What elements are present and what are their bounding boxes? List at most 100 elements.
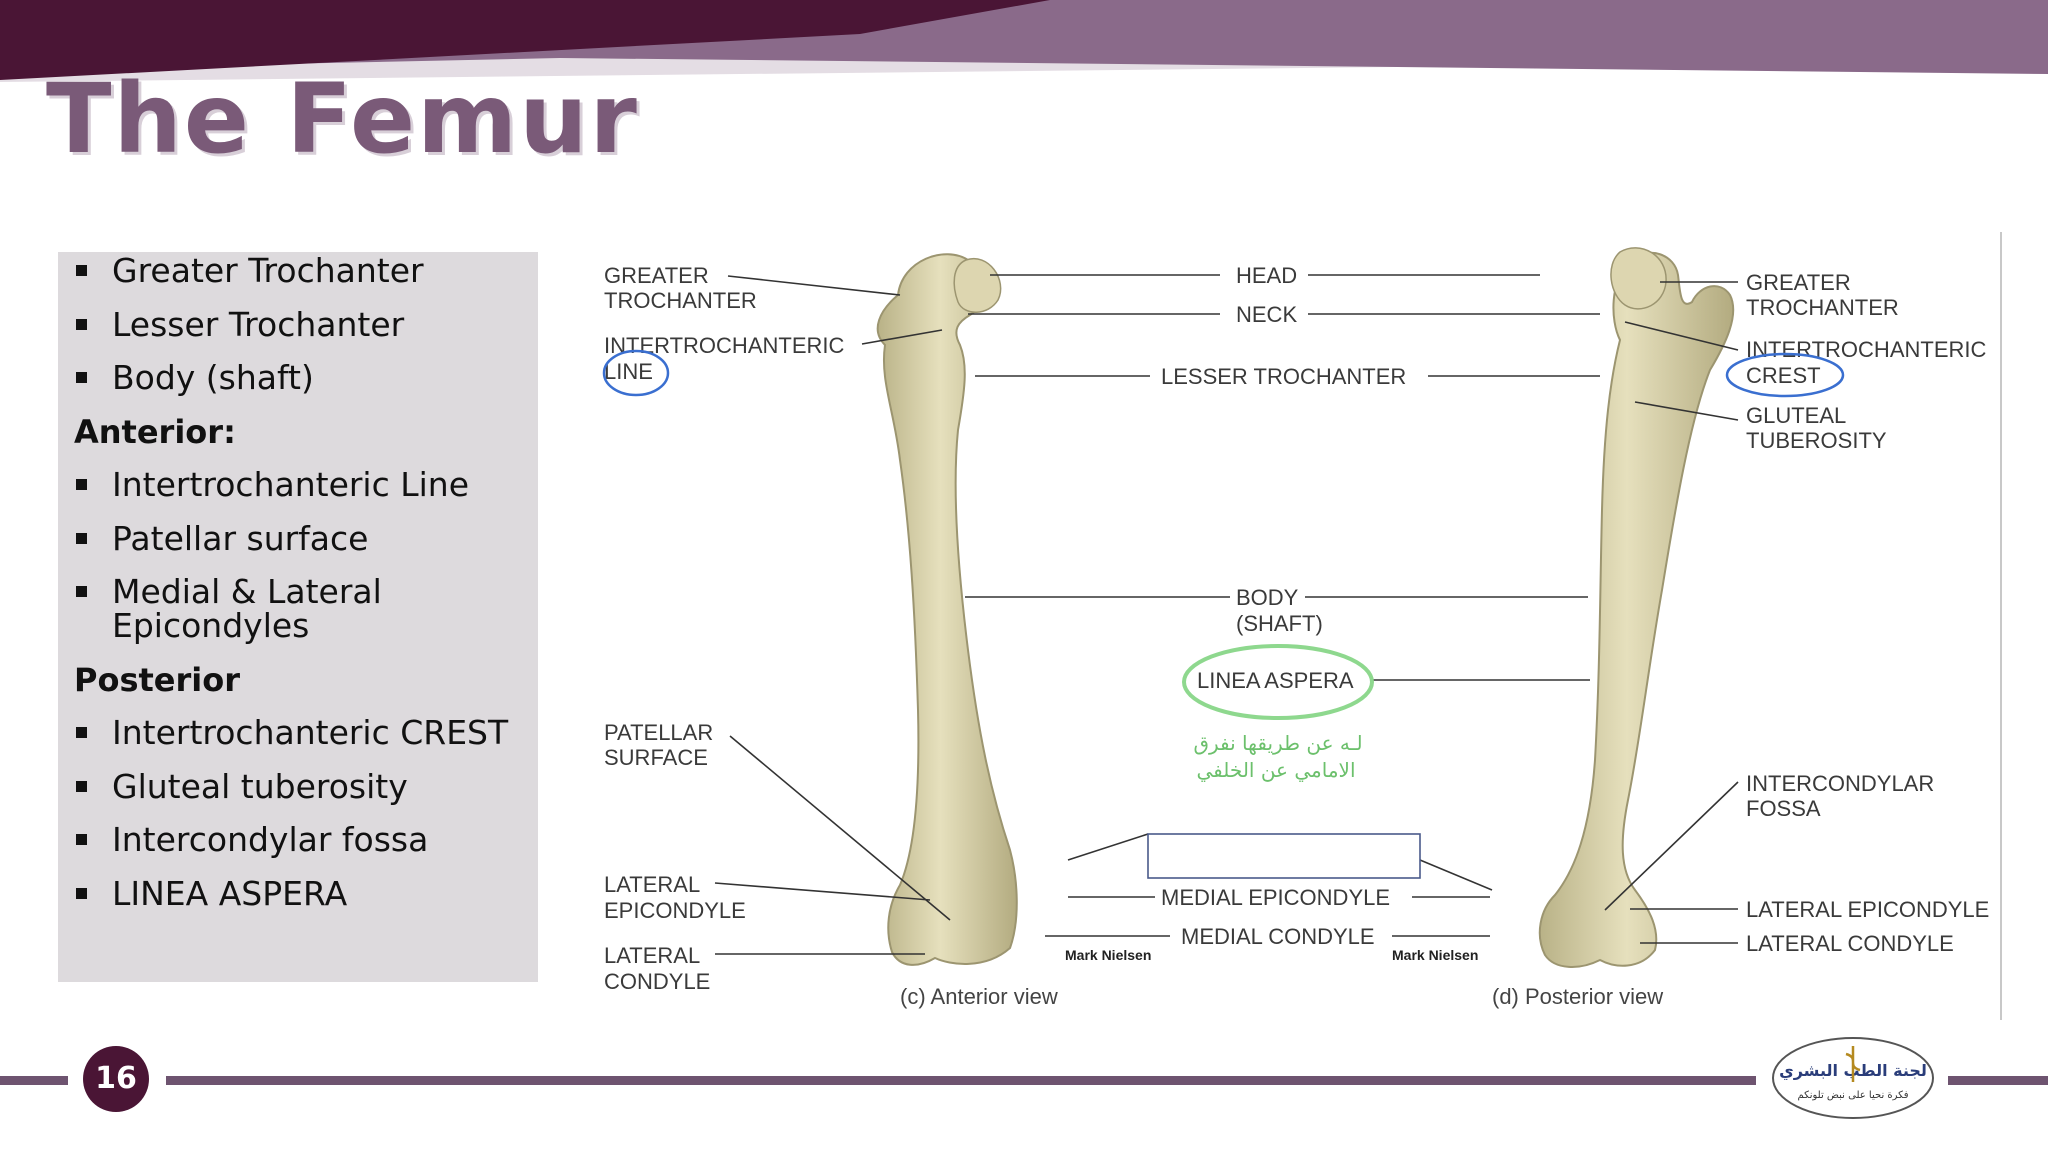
- label-line: CONDYLE: [604, 969, 710, 994]
- label-line: CREST: [1746, 363, 1821, 388]
- label-lateral-condyle-right: LATERAL CONDYLE: [1746, 931, 1954, 956]
- list-item-text: Intertrochanteric CREST: [112, 713, 509, 752]
- list-item-text: Body (shaft): [112, 358, 314, 397]
- label-line: BODY: [1236, 585, 1299, 610]
- label-line: INTERTROCHANTERIC: [1746, 337, 1986, 362]
- list-item: Patellar surface: [74, 518, 534, 558]
- list-item-text: Lesser Trochanter: [112, 304, 405, 344]
- leader-patellar-surface: [729, 735, 951, 921]
- label-lateral-condyle-left: LATERAL CONDYLE: [604, 943, 710, 994]
- label-gluteal-tuberosity: GLUTEAL TUBEROSITY: [1746, 403, 1887, 453]
- list-item-text: Patellar surface: [112, 518, 369, 558]
- list-item-text: Intertrochanteric Line: [112, 465, 470, 504]
- list-item-text: Intercondylar fossa: [112, 820, 429, 859]
- bullet-icon: [76, 887, 87, 899]
- top-banner: [0, 0, 2048, 82]
- linea-aspera-highlight-circle: [1182, 644, 1374, 720]
- list-item: Gluteal tuberosity: [74, 766, 534, 806]
- bullet-icon: [76, 834, 87, 845]
- leader-gluteal-tuberosity: [1634, 401, 1739, 421]
- label-line: PATELLAR: [604, 720, 713, 745]
- label-line: GREATER: [1746, 270, 1851, 295]
- caption-posterior-view: (d) Posterior view: [1492, 984, 1663, 1009]
- committee-logo: لجنة الطب البشري فكرة نحيا على نبض تلونك…: [1772, 1037, 1934, 1119]
- anterior-femur-illustration: [876, 253, 1018, 966]
- label-intertrochanteric-crest: INTERTROCHANTERIC CREST: [1746, 337, 1993, 388]
- leader-greater-trochanter-left: [727, 275, 901, 296]
- label-line: INTERTROCHANTERIC: [604, 333, 844, 358]
- label-medial-condyle: MEDIAL CONDYLE: [1181, 924, 1375, 949]
- bullet-icon: [76, 318, 87, 330]
- label-linea-aspera: LINEA ASPERA: [1197, 668, 1354, 693]
- list-item-text: Greater Trochanter: [112, 251, 424, 290]
- credit-anterior: Mark Nielsen: [1065, 947, 1151, 963]
- label-line: TROCHANTER: [1746, 295, 1899, 320]
- bullet-icon: [76, 479, 87, 490]
- list-item: Greater Trochanter: [74, 254, 534, 288]
- label-line: EPICONDYLE: [604, 898, 746, 923]
- posterior-femur-bone: [1538, 251, 1735, 968]
- list-item: Body (shaft): [74, 361, 534, 395]
- caduceus-icon: [1845, 1046, 1861, 1082]
- page-number-badge: 16: [83, 1046, 149, 1112]
- label-medial-epicondyle: MEDIAL EPICONDYLE: [1161, 885, 1390, 910]
- label-line: TUBEROSITY: [1746, 428, 1887, 453]
- logo-text-sub: فكرة نحيا على نبض تلونكم: [1798, 1090, 1909, 1101]
- topics-list: Greater Trochanter Lesser Trochanter Bod…: [74, 252, 534, 911]
- label-line: GLUTEAL: [1746, 403, 1846, 428]
- label-lateral-epicondyle-left: LATERAL EPICONDYLE: [604, 872, 746, 923]
- section-heading-anterior: Anterior:: [74, 412, 236, 451]
- label-intertrochanteric-line: INTERTROCHANTERIC LINE: [604, 333, 851, 384]
- bullet-icon: [76, 780, 87, 792]
- label-line: INTERCONDYLAR: [1746, 771, 1934, 796]
- bullet-icon: [76, 372, 87, 383]
- label-body-shaft: BODY (SHAFT): [1236, 585, 1323, 636]
- list-item: Medial & Lateral Epicondyles: [74, 575, 412, 643]
- label-lateral-epicondyle-right: LATERAL EPICONDYLE: [1746, 897, 1989, 922]
- label-line: (SHAFT): [1236, 611, 1323, 636]
- label-line: LINE: [604, 359, 653, 384]
- femur-diagram: GREATER TROCHANTER INTERTROCHANTERIC LIN…: [580, 230, 2010, 1020]
- leader-box-left: [1067, 833, 1149, 861]
- posterior-femur-illustration: [1538, 247, 1735, 968]
- handwritten-note-line-2: الامامي عن الخلفي: [1197, 758, 1356, 783]
- label-line: TROCHANTER: [604, 288, 757, 313]
- label-line: FOSSA: [1746, 796, 1821, 821]
- label-line: LATERAL: [604, 872, 700, 897]
- banner-dark-stripe: [0, 0, 1050, 80]
- caption-anterior-view: (c) Anterior view: [900, 984, 1058, 1009]
- intertrochanteric-crest-highlight-circle: [1725, 352, 1845, 398]
- label-greater-trochanter-left: GREATER TROCHANTER: [604, 263, 757, 313]
- anterior-femur-head: [953, 257, 1002, 313]
- label-head: HEAD: [1236, 263, 1297, 288]
- label-line: SURFACE: [604, 745, 708, 770]
- list-item: LINEA ASPERA: [74, 873, 534, 913]
- blank-label-box: [1147, 833, 1421, 879]
- slide-title: The Femur: [46, 63, 639, 175]
- footer-line-left: [0, 1076, 68, 1085]
- leader-intercondylar-fossa: [1604, 781, 1739, 911]
- bullet-icon: [76, 532, 87, 544]
- footer-line-main: [166, 1076, 1756, 1085]
- bullet-icon: [76, 265, 87, 276]
- label-neck: NECK: [1236, 302, 1297, 327]
- label-line: GREATER: [604, 263, 709, 288]
- label-greater-trochanter-right: GREATER TROCHANTER: [1746, 270, 1899, 320]
- list-item: Intertrochanteric CREST: [74, 716, 534, 750]
- list-item: Lesser Trochanter: [74, 304, 534, 344]
- list-item-text: LINEA ASPERA: [112, 873, 348, 913]
- list-item-text: Gluteal tuberosity: [112, 766, 408, 806]
- label-patellar-surface: PATELLAR SURFACE: [604, 720, 719, 770]
- intertrochanteric-line-highlight-circle: [602, 349, 670, 397]
- label-line: LATERAL: [604, 943, 700, 968]
- label-lesser-trochanter: LESSER TROCHANTER: [1161, 364, 1406, 389]
- bullet-icon: [76, 727, 87, 738]
- handwritten-note-line-1: لـه عن طريقها نفرق: [1193, 731, 1362, 755]
- leader-lateral-epicondyle-left: [714, 882, 931, 901]
- topics-panel: Greater Trochanter Lesser Trochanter Bod…: [58, 252, 538, 982]
- anterior-femur-bone: [876, 253, 1018, 966]
- leader-intertrochanteric-crest: [1624, 321, 1739, 351]
- femur-diagram-svg: GREATER TROCHANTER INTERTROCHANTERIC LIN…: [602, 232, 2002, 1020]
- leader-box-right: [1419, 859, 1493, 891]
- footer-line-right: [1948, 1076, 2048, 1085]
